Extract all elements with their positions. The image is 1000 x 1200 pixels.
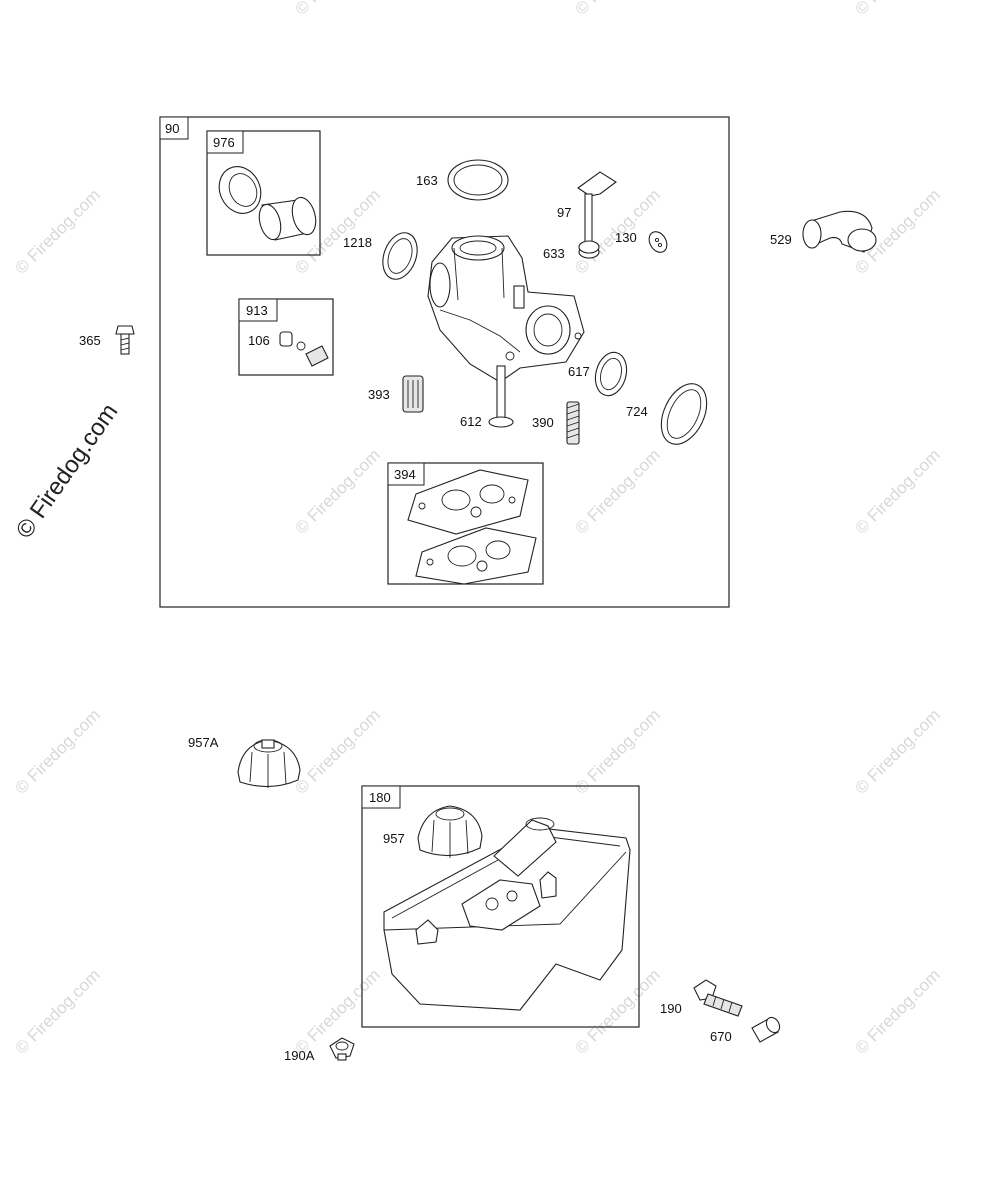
watermark: © Firedog.com [291, 0, 383, 19]
fuel-cap-957-part [417, 805, 483, 858]
watermark: © Firedog.com [851, 445, 943, 537]
part-130-label: 130 [615, 230, 637, 245]
watermark: © Firedog.com [851, 705, 943, 797]
watermark: © Firedog.com [11, 705, 103, 797]
group-90-frame [159, 116, 730, 608]
part-724-label: 724 [626, 404, 648, 419]
part-957A-label: 957A [188, 735, 219, 750]
part-612-label: 612 [460, 414, 482, 429]
diaphragm-gasket-bottom-part [415, 527, 537, 585]
part-106-label: 106 [248, 333, 270, 348]
group-394-label: 394 [394, 467, 416, 482]
part-190A-label: 190A [284, 1048, 315, 1063]
group-90-label: 90 [165, 121, 179, 136]
part-529-label: 529 [770, 232, 792, 247]
watermark: © Firedog.com [571, 965, 663, 1057]
elbow-529-part [802, 210, 877, 253]
part-393-label: 393 [368, 387, 390, 402]
part-617-label: 617 [568, 364, 590, 379]
part-633-label: 633 [543, 246, 565, 261]
watermark: © Firedog.com [571, 705, 663, 797]
watermark: © Firedog.com [571, 0, 663, 19]
group-976-tag [206, 130, 244, 154]
part-190-label: 190 [660, 1001, 682, 1016]
group-180-fuel-tank: 180 957 [361, 785, 640, 1028]
gasket-163-part [447, 159, 509, 201]
intake-ring-part [218, 166, 262, 214]
part-97-label: 97 [557, 205, 571, 220]
needle-seat-part [279, 331, 329, 367]
bolt-190-part [693, 979, 743, 1017]
pickup-tube-612-part [488, 365, 514, 428]
throttle-plate-130-part [648, 231, 668, 253]
part-390-label: 390 [532, 415, 554, 430]
group-976-label: 976 [213, 135, 235, 150]
gasket-1218-part [382, 232, 418, 280]
group-180-tag [361, 785, 401, 809]
part-1218-label: 1218 [343, 235, 372, 250]
part-365-label: 365 [79, 333, 101, 348]
part-670-label: 670 [710, 1029, 732, 1044]
gasket-724-part [660, 383, 708, 445]
watermark: © Firedog.com [11, 965, 103, 1057]
group-90-tag [159, 116, 189, 140]
group-913-label: 913 [246, 303, 268, 318]
intake-tube-part [258, 196, 317, 241]
spring-390-part [566, 401, 580, 445]
diaphragm-gasket-top-part [407, 469, 529, 535]
group-913-tag [238, 298, 278, 322]
screw-365-part [115, 325, 135, 355]
bolt-190A-part [329, 1037, 355, 1061]
group-90-carburetor: 90 976 913 106 163 1218 [159, 116, 730, 608]
watermark: © Firedog.com [851, 965, 943, 1057]
seal-633-part [578, 240, 600, 259]
fuel-pipe-393-part [402, 375, 424, 413]
watermark-large: © Firedog.com [11, 399, 124, 544]
watermark: © Firedog.com [291, 705, 383, 797]
watermark: © Firedog.com [571, 445, 663, 537]
part-163-label: 163 [416, 173, 438, 188]
spacer-670-part [751, 1016, 781, 1043]
watermark: © Firedog.com [291, 445, 383, 537]
group-913-frame [238, 298, 334, 376]
part-957-label: 957 [383, 831, 405, 846]
carburetor-body-part [427, 235, 585, 383]
fuel-cap-957A-part [237, 739, 301, 788]
oring-617-part [594, 351, 628, 397]
watermark: © Firedog.com [851, 0, 943, 19]
fuel-tank-part [383, 817, 631, 1011]
watermark: © Firedog.com [11, 185, 103, 277]
group-976-frame [206, 130, 321, 256]
group-180-frame [361, 785, 640, 1028]
group-394-tag [387, 462, 425, 486]
group-180-label: 180 [369, 790, 391, 805]
